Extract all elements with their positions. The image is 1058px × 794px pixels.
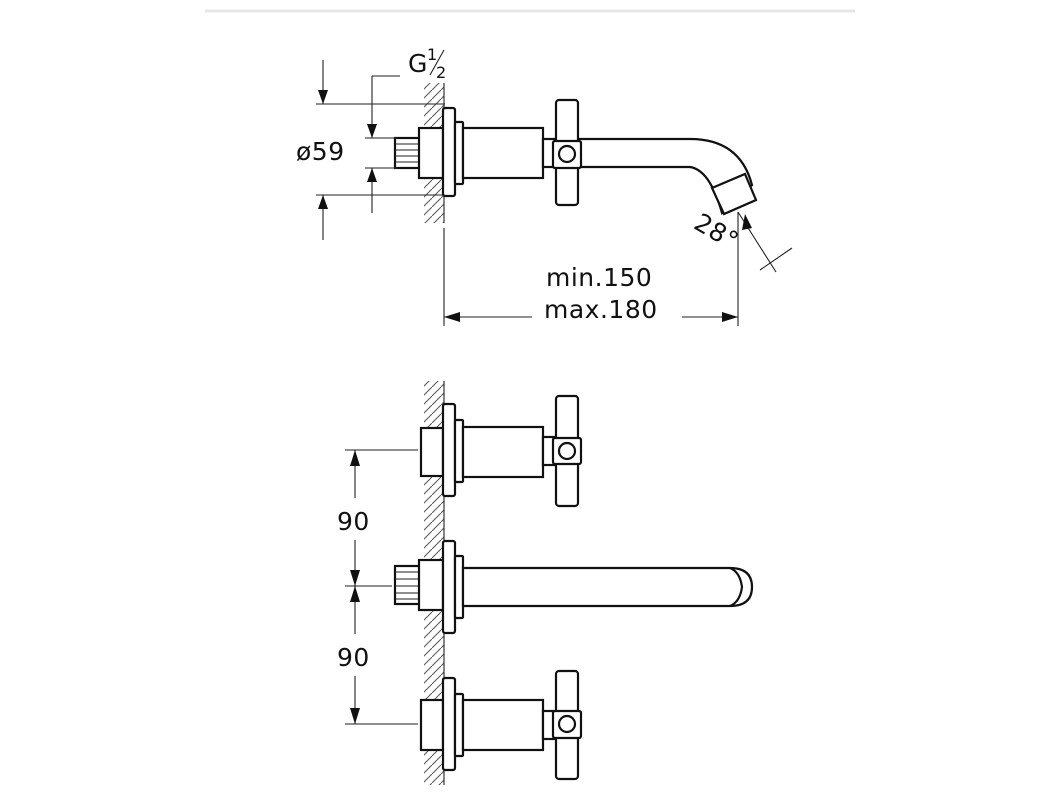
center-spout [393, 539, 754, 635]
reach-min-label: min.150 [546, 263, 652, 292]
flange-ring-top [453, 120, 465, 186]
lower-valve [419, 669, 583, 781]
reach-max-label: max.180 [544, 295, 658, 324]
thread-label-g: G [408, 49, 428, 78]
front-view: 90 90 [337, 381, 754, 785]
spacing-lower-label: 90 [337, 643, 370, 672]
flange-top [441, 106, 457, 198]
thread-label-numerator: 1 [427, 45, 437, 64]
thread-label-fraction-bar [429, 49, 445, 76]
spout-tip [710, 172, 758, 216]
thread-dimension [365, 75, 400, 213]
diameter-label: ø59 [296, 137, 345, 166]
spacing-dimension [345, 449, 418, 725]
angle-dimension [737, 211, 793, 273]
thread-connector [393, 126, 445, 180]
handle-cap-top [557, 144, 577, 164]
upper-valve [419, 394, 583, 508]
reach-dimension [443, 212, 739, 326]
spout-curve [576, 137, 754, 216]
valve-body-top [461, 126, 545, 180]
diameter-dimension [316, 60, 445, 240]
thread-label-denominator: 2 [436, 63, 446, 82]
spacing-upper-label: 90 [337, 507, 370, 536]
top-view: G 1 2 ø59 28° min.150 max.180 [296, 45, 793, 326]
angle-label: 28° [689, 208, 743, 256]
